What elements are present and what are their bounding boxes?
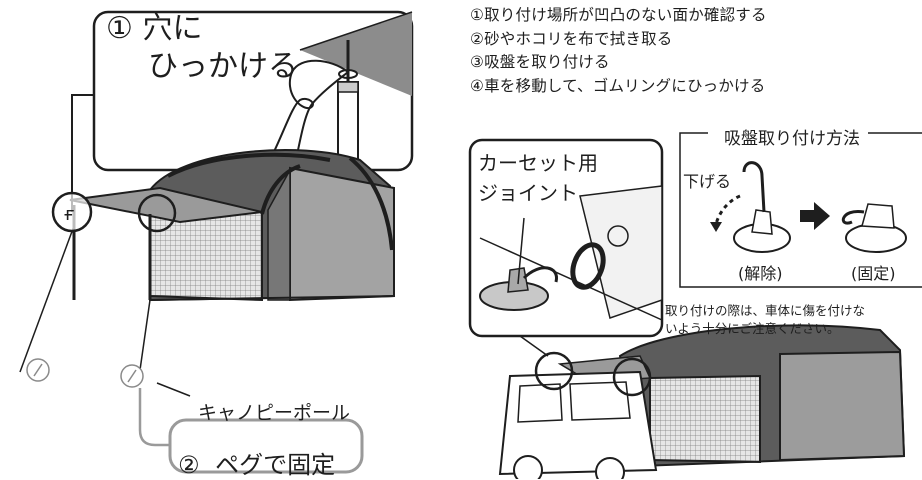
callout-hook-text: ① 穴に ひっかける bbox=[98, 10, 298, 86]
caution-line1: 取り付けの際は、車体に傷を付けな bbox=[665, 303, 866, 318]
carset-line2: ジョイント bbox=[478, 181, 578, 205]
caution-note: 取り付けの際は、車体に傷を付けな いよう十分にご注意ください。 bbox=[665, 302, 865, 338]
carset-label: カーセット用 ジョイント bbox=[478, 148, 598, 208]
step-4: ④車を移動して、ゴムリングにひっかける bbox=[470, 76, 766, 95]
fix-label: (固定) bbox=[851, 264, 896, 283]
lower-label: 下げる bbox=[683, 172, 732, 191]
suction-title: 吸盤取り付け方法 bbox=[718, 124, 866, 149]
callout-peg-box bbox=[168, 418, 364, 474]
canopy-pole-label: キャノピーポール bbox=[198, 402, 351, 424]
caution-line2: いよう十分にご注意ください。 bbox=[665, 321, 840, 336]
callout-hook-leader bbox=[71, 94, 94, 212]
step-2: ②砂やホコリを布で拭き取る bbox=[470, 29, 673, 48]
car-tent-illustration bbox=[498, 324, 906, 479]
carset-line1: カーセット用 bbox=[478, 151, 598, 175]
callout-peg-label: ペグで固定 bbox=[215, 451, 336, 479]
callout-hook-box bbox=[92, 10, 414, 172]
callout-hook-number: ① bbox=[106, 11, 133, 46]
step-3: ③吸盤を取り付ける bbox=[470, 53, 610, 71]
callout-peg-number: ② bbox=[178, 451, 200, 479]
svg-text:ғ: ғ bbox=[64, 204, 75, 225]
callout-hook-line2: ひっかける bbox=[148, 49, 298, 84]
instruction-steps: ①取り付け場所が凹凸のない面か確認する ②砂やホコリを布で拭き取る ③吸盤を取り… bbox=[470, 4, 767, 98]
callout-hook-line1: 穴に bbox=[142, 11, 203, 46]
release-label: (解除) bbox=[738, 264, 783, 283]
callout-peg-text: ② ペグで固定 bbox=[178, 445, 335, 480]
carset-box bbox=[468, 138, 664, 338]
suction-frame bbox=[679, 132, 922, 288]
callout-peg-leader bbox=[138, 388, 170, 447]
step-1: ①取り付け場所が凹凸のない面か確認する bbox=[470, 6, 767, 24]
tent-illustration: ғ bbox=[19, 149, 396, 397]
